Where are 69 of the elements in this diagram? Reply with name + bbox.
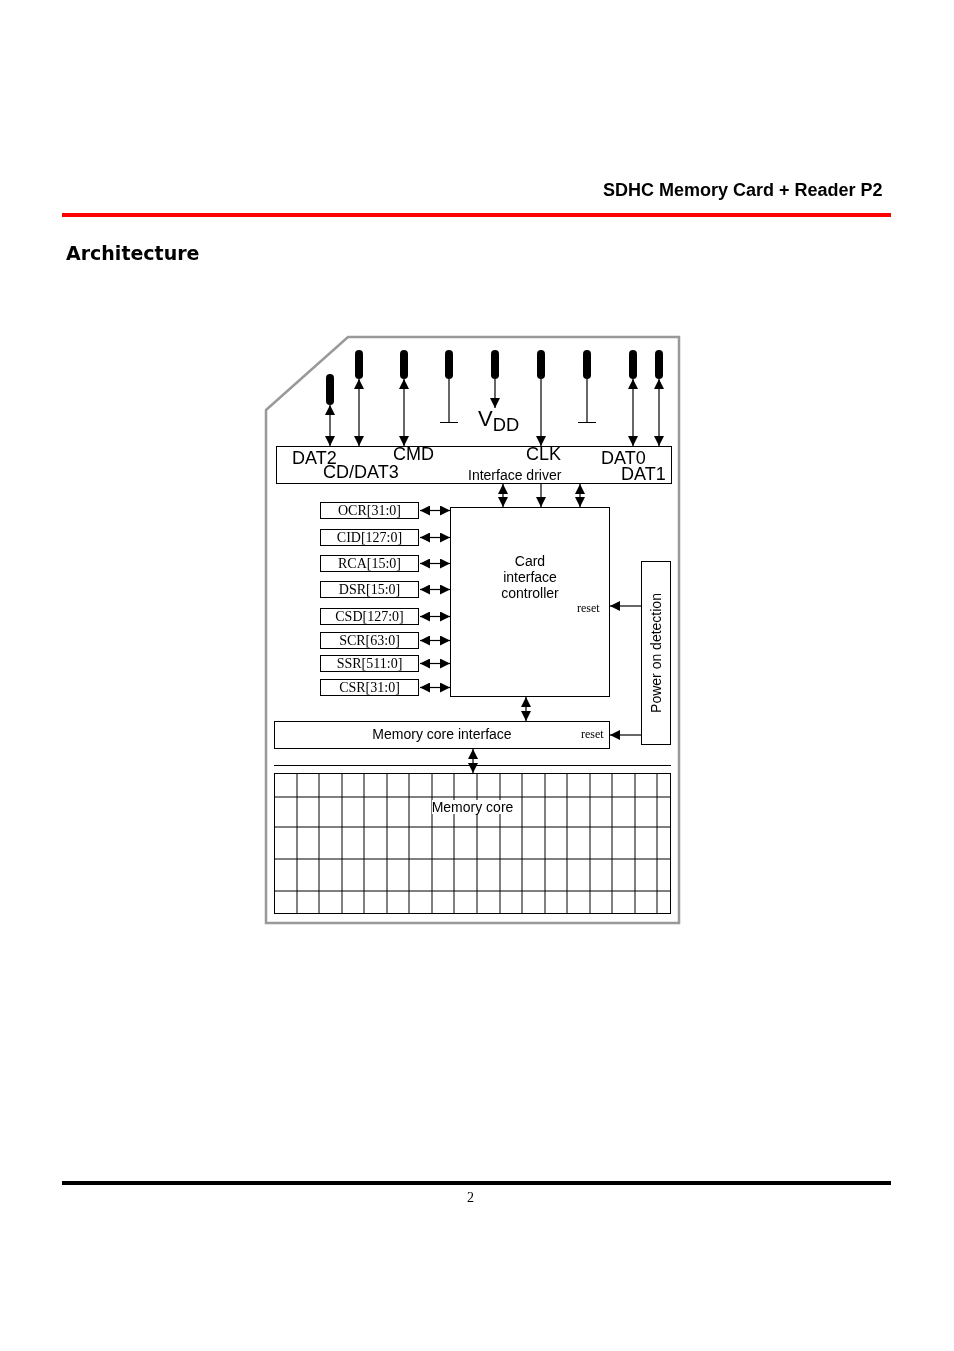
register-name: SCR[63:0] (338, 634, 401, 648)
ground-symbol (440, 422, 458, 425)
driver-box (276, 446, 672, 484)
register-name: RCA[15:0] (337, 557, 402, 571)
arrow (419, 558, 451, 569)
block-label: Interface driver (468, 468, 562, 482)
ground-symbol (578, 422, 596, 425)
contact-pin (537, 350, 545, 379)
header-text: SDHC Memory Card + Reader P2 (603, 181, 883, 199)
arrow (325, 404, 335, 447)
arrow (654, 378, 664, 447)
arrow (468, 748, 478, 774)
block-box (450, 507, 610, 697)
arrow (628, 378, 638, 447)
block-label: Memory core interface (372, 727, 512, 741)
pin-label: CD/DAT3 (323, 463, 399, 481)
pin-label: CMD (393, 445, 434, 463)
contact-pin (326, 374, 334, 405)
arrow (536, 378, 546, 447)
arrow (575, 483, 585, 508)
arrow (609, 601, 642, 611)
register-box (320, 529, 419, 546)
contact-pin (400, 350, 408, 379)
arrow (419, 584, 451, 595)
pin-label: DAT1 (621, 465, 666, 483)
arrow (419, 658, 451, 669)
arrow (536, 483, 546, 508)
arrow (419, 611, 451, 622)
arrow (419, 532, 451, 543)
section-heading: Architecture (66, 244, 200, 263)
register-name: OCR[31:0] (337, 504, 402, 518)
arrow (419, 505, 451, 516)
register-box (320, 679, 419, 696)
register-box (320, 655, 419, 672)
arrow (419, 682, 451, 693)
register-name: CID[127:0] (335, 531, 404, 545)
register-name: CSR[31:0] (338, 681, 401, 695)
contact-pin (355, 350, 363, 379)
register-name: CSD[127:0] (334, 610, 405, 624)
signal-label: reset (581, 728, 604, 740)
arrow (498, 483, 508, 508)
register-name: SSR[511:0] (335, 657, 404, 671)
arrow (354, 378, 364, 447)
pin-label: CLK (526, 445, 561, 463)
contact-pin (583, 350, 591, 379)
register-box (320, 632, 419, 649)
register-box (320, 608, 419, 625)
register-box (320, 555, 419, 572)
memory-array (274, 773, 671, 914)
block-label: Memory core (431, 800, 514, 814)
pin-label: DAT0 (601, 449, 646, 467)
contact-pin (491, 350, 499, 379)
page-number: 2 (467, 1191, 474, 1205)
arrow (399, 378, 409, 447)
arrow (609, 730, 642, 740)
arrow (419, 635, 451, 646)
arrow (490, 378, 500, 409)
block-box (274, 721, 610, 749)
register-name: DSR[15:0] (337, 583, 402, 597)
register-box (320, 502, 419, 519)
voltage-label: V$_{DD}$ (478, 408, 520, 435)
arrow (521, 696, 531, 722)
contact-pin (655, 350, 663, 379)
register-box (320, 581, 419, 598)
detector-box (641, 561, 671, 745)
contact-pin (445, 350, 453, 379)
signal-label: reset (577, 602, 600, 614)
block-label: Power on detection (649, 593, 663, 713)
contact-pin (629, 350, 637, 379)
